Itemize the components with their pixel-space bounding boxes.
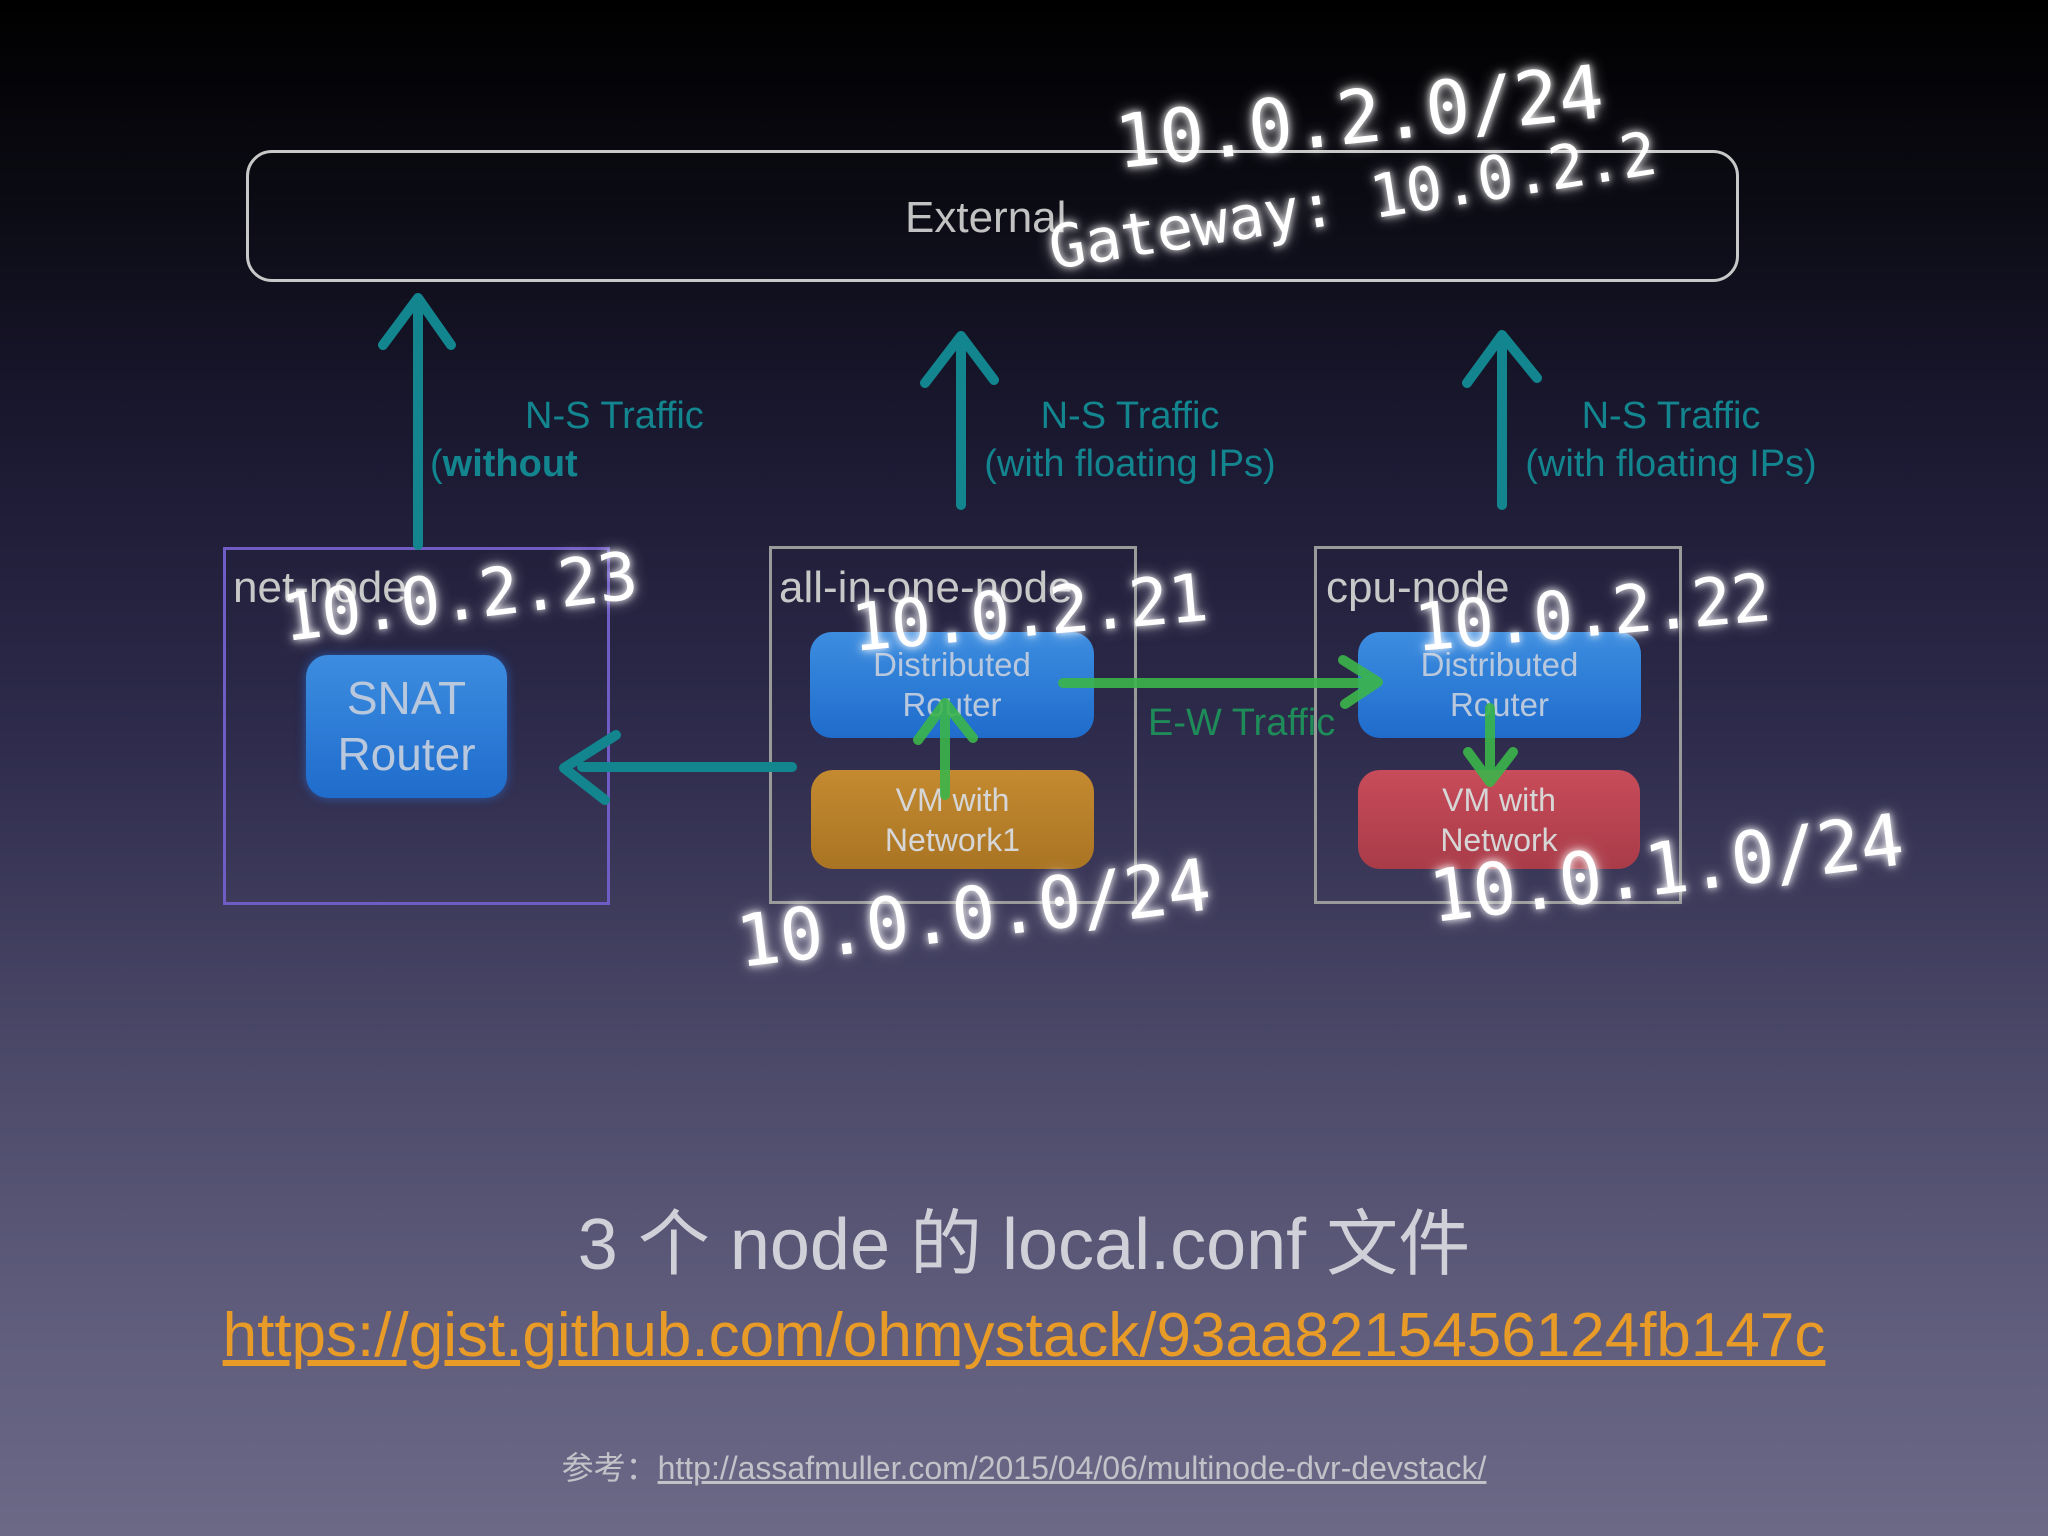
distributed-router-cpu: Distributed Router [1358,632,1641,738]
distributed-router-allinone: Distributed Router [810,632,1094,738]
vm-line2: Network1 [884,821,1021,858]
router-line1: Distributed [1420,646,1579,684]
reference-link[interactable]: http://assafmuller.com/2015/04/06/multin… [657,1450,1487,1486]
reference: 参考：http://assafmuller.com/2015/04/06/mul… [0,1443,2048,1489]
ew-traffic-label: E-W Traffic [1148,702,1336,744]
gist-link[interactable]: https://gist.github.com/ohmystack/93aa82… [222,1301,1826,1370]
router-line2: Router [1449,686,1550,723]
router-to-vm-arrow [1463,703,1518,787]
external-network-box [246,150,1739,282]
all-in-one-node-label: all-in-one-node [779,563,1073,612]
vm-network: VM with Network [1358,770,1640,869]
cpu-node-box [1314,546,1682,904]
ns-traffic-label-allinone: N-S Traffic (with floating IPs) [975,393,1285,488]
ns-traffic-label-net: N-S Traffic (without [430,393,770,488]
snat-arrow [559,730,797,805]
ns-traffic-label-cpu: N-S Traffic (with floating IPs) [1516,393,1826,488]
ns-line2: (with floating IPs) [984,442,1276,485]
ns-line1: N-S Traffic [1040,395,1220,437]
ns-arrow-cpu [1462,330,1542,510]
net-node-label: net-node [233,563,407,612]
reference-prefix: 参考： [561,1450,658,1486]
headline: 3 个 node 的 local.conf 文件 [577,1205,1471,1285]
ew-arrow [1058,655,1383,709]
ns-arrow-allinone [920,331,999,510]
cpu-node-label: cpu-node [1326,563,1510,612]
snat-router: SNAT Router [306,655,507,798]
vm-network1: VM with Network1 [811,770,1094,869]
vm-line1: VM with [895,781,1010,818]
vm-line2: Network [1440,821,1558,858]
vm-to-router-arrow [913,698,978,800]
ns-line1: N-S Traffic [525,395,704,437]
all-in-one-node-box [769,546,1137,904]
ns-arrow-net [378,293,456,550]
ns-line2: (with floating IPs) [1525,442,1817,485]
without-label: without [442,442,578,485]
external-label: External [905,193,1067,242]
snat-router-line1: SNAT [346,672,467,725]
router-line1: Distributed [873,646,1031,684]
snat-router-line2: Router [337,727,476,780]
ns-line2: (without [430,442,578,485]
ns-line1: N-S Traffic [1581,395,1761,437]
vm-line1: VM with [1442,781,1556,818]
